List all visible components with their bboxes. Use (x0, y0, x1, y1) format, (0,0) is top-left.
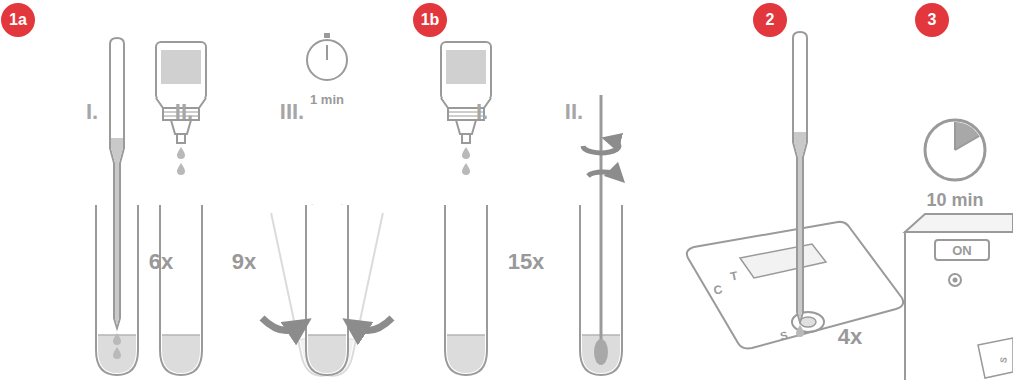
step-numeral: I. (86, 101, 98, 123)
time-label: 10 min (926, 191, 983, 209)
node-text: 2 (766, 11, 775, 29)
display-window: ON (934, 239, 990, 261)
step-numeral: II. (565, 101, 583, 123)
drop-count: 15x (508, 251, 545, 273)
node-text: 3 (928, 11, 937, 29)
drop-count: 4x (838, 326, 862, 348)
drop-count: 6x (149, 251, 173, 273)
step-numeral: II. (175, 101, 193, 123)
step-numeral: III. (280, 101, 304, 123)
time-label: 1 min (310, 93, 344, 106)
step-badge: 1b (413, 3, 447, 37)
cassette-mark: S (999, 356, 1009, 363)
drop-count: 9x (232, 251, 256, 273)
step-badge: 1a (1, 3, 35, 37)
cassette-mark: C (713, 283, 724, 297)
step-badge: 2 (753, 3, 787, 37)
node-text: ON (952, 243, 972, 258)
node-text: 1b (421, 11, 440, 29)
node-text: 1a (9, 11, 27, 29)
step-badge: 3 (915, 3, 949, 37)
step-numeral: I. (476, 101, 488, 123)
